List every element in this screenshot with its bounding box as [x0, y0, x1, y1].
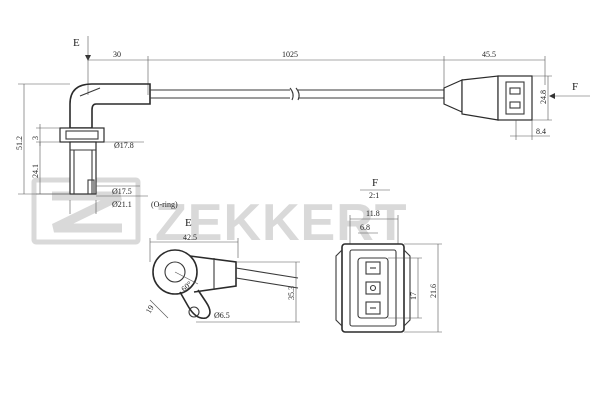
dim-e-height: 35.3: [287, 286, 296, 300]
o-ring-note: (O-ring): [151, 200, 178, 209]
dim-total-height: 51.2: [15, 136, 24, 150]
connector-face-outer: [341, 243, 405, 333]
zekkert-logo: ZEKKERT: [31, 177, 408, 252]
main-view: E 30 1025 45.5: [15, 36, 590, 214]
dim-f-outer-width: 11.8: [366, 209, 380, 218]
dim-dia-21-1: Ø21.1: [112, 200, 132, 209]
dim-cable-length: 1025: [282, 50, 298, 59]
dim-right-length: 45.5: [482, 50, 496, 59]
dim-f-inner-height: 17: [409, 292, 418, 300]
sensor-arm: [189, 255, 237, 293]
dim-e-hole: Ø6.5: [214, 311, 230, 320]
dim-connector-width: 8.4: [536, 127, 546, 136]
dim-flange: 3: [31, 136, 40, 140]
mounting-hole: [188, 306, 200, 318]
connector-pin-cavity: [357, 257, 389, 319]
dim-body-height: 24.1: [31, 164, 40, 178]
dim-f-outer-height: 21.6: [429, 284, 438, 298]
connector-strain-relief: [443, 79, 463, 113]
dim-e-angle: 60°: [180, 279, 194, 293]
view-f-scale: 2:1: [369, 191, 379, 200]
dim-dia-17-8: Ø17.8: [114, 141, 134, 150]
dim-e-offset: 19: [144, 304, 156, 315]
sensor-flange: [59, 127, 105, 143]
connector-head: [497, 75, 533, 121]
view-f: F 2:1 11.8 6.8 17 21.6: [335, 177, 442, 333]
view-e-marker: E: [73, 37, 80, 49]
dim-dia-17-5: Ø17.5: [112, 187, 132, 196]
brand-wordmark: ZEKKERT: [155, 194, 408, 252]
view-f-title: F: [372, 177, 378, 189]
dim-left-length: 30: [113, 50, 121, 59]
sensor-elbow: [69, 83, 151, 129]
view-f-marker: F: [572, 81, 578, 93]
connector-housing: [461, 75, 499, 121]
dim-connector-height: 24.8: [539, 90, 548, 104]
connector-pins: [365, 261, 381, 315]
sensor-head-round: [152, 249, 198, 295]
mounting-lug: [179, 289, 211, 320]
dim-e-width: 42.5: [183, 233, 197, 242]
dim-f-inner-width: 6.8: [360, 223, 370, 232]
view-e: E 42.5 60° 19 Ø6.5 35.3: [144, 217, 300, 323]
view-e-title: E: [185, 217, 192, 229]
